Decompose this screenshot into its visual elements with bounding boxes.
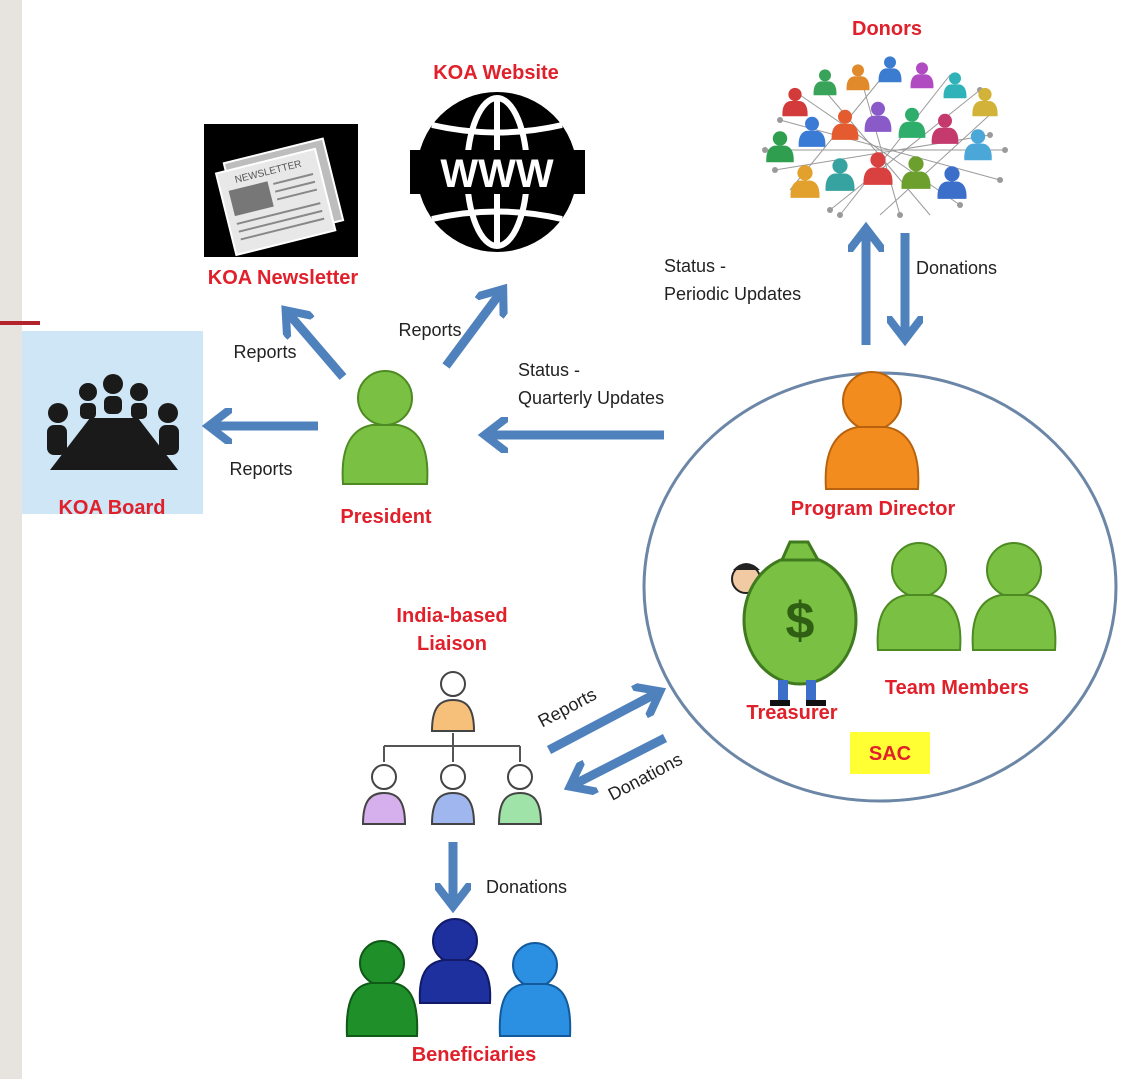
arrow-president-to-newsletter bbox=[288, 313, 347, 380]
edge-label-periodic-line2: Periodic Updates bbox=[664, 284, 801, 304]
edge-label-reports-website: Reports bbox=[398, 320, 461, 340]
edge-label-periodic-line1: Status - bbox=[664, 256, 726, 276]
newsletter-icon: NEWSLETTER bbox=[204, 124, 358, 257]
arrow-president-to-website bbox=[442, 292, 501, 369]
edge-label-donations-to-director: Donations bbox=[916, 258, 997, 278]
edge-label-reports-board: Reports bbox=[229, 459, 292, 479]
edge-label-reports-newsletter: Reports bbox=[233, 342, 296, 362]
koa-newsletter-label: KOA Newsletter bbox=[208, 267, 359, 289]
treasurer-label: Treasurer bbox=[746, 702, 837, 724]
team-members-person-icon bbox=[876, 542, 1057, 651]
koa-website-label: KOA Website bbox=[433, 62, 559, 84]
www-text: WWW bbox=[440, 152, 554, 196]
org-chart-icon bbox=[361, 671, 543, 825]
globe-www-icon: WWW bbox=[410, 92, 585, 252]
accent-bar bbox=[0, 321, 40, 325]
liaison-label-line1: India-based bbox=[396, 605, 507, 627]
president-person-icon bbox=[341, 370, 429, 485]
money-symbol: $ bbox=[786, 592, 815, 650]
sac-badge bbox=[850, 732, 930, 774]
money-bag-icon: $ bbox=[731, 540, 858, 706]
koa-board-label: KOA Board bbox=[58, 497, 165, 519]
sac-label: SAC bbox=[869, 743, 911, 765]
edge-label-donations-beneficiaries: Donations bbox=[486, 877, 567, 897]
edge-label-quarterly-line2: Quarterly Updates bbox=[518, 388, 664, 408]
donors-label: Donors bbox=[852, 18, 922, 40]
beneficiaries-label: Beneficiaries bbox=[412, 1044, 537, 1066]
meeting-table-icon bbox=[47, 374, 179, 470]
edge-label-quarterly-line1: Status - bbox=[518, 360, 580, 380]
liaison-label-line2: Liaison bbox=[417, 633, 487, 655]
arrow-sac-to-liaison bbox=[573, 733, 668, 785]
president-label: President bbox=[340, 506, 431, 528]
beneficiaries-person-icon bbox=[345, 918, 572, 1037]
arrow-liaison-to-sac bbox=[546, 693, 657, 754]
program-director-person-icon bbox=[824, 371, 920, 490]
team-members-label: Team Members bbox=[885, 677, 1029, 699]
program-director-label: Program Director bbox=[791, 498, 956, 520]
people-network-icon bbox=[762, 56, 1008, 218]
edge-label-donations-liaison: Donations bbox=[605, 749, 686, 805]
